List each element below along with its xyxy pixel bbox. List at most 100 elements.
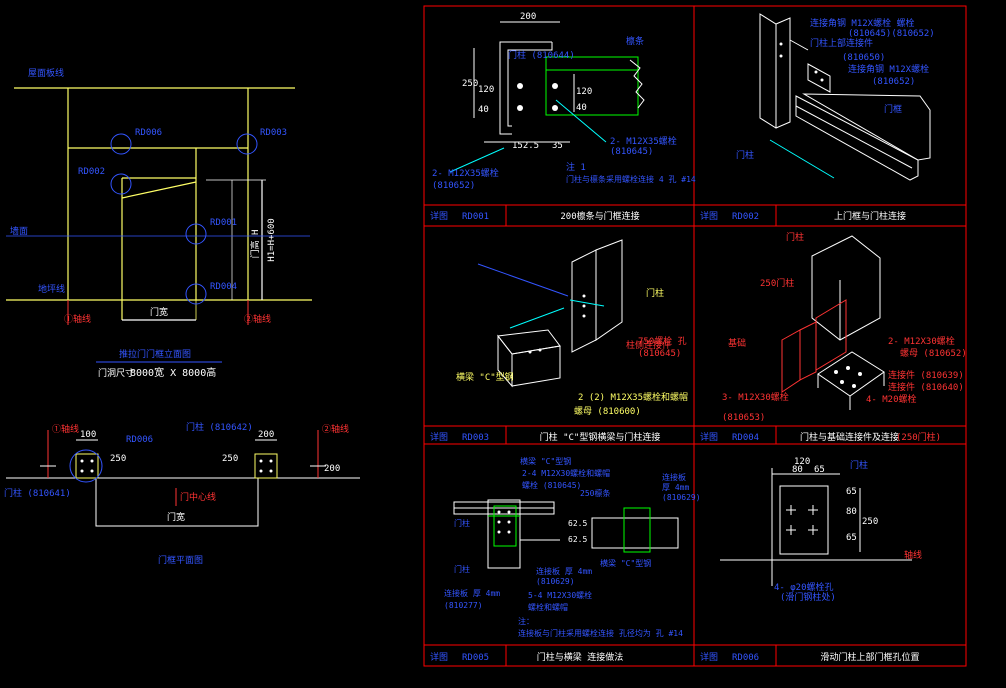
plan-axis-left: ①轴线: [52, 423, 79, 435]
rd001-dim: 35: [552, 141, 563, 151]
rd001-dim: 250: [462, 79, 478, 89]
axis-left-label: ①轴线: [64, 313, 91, 325]
panel-title-strips: 详图 RD001 200檩条与门框连接 详图 RD002 上门框与门柱连接 详图…: [430, 210, 941, 663]
detail-rd003-text: 柱侧连接件 750螺栓 孔 (810645) 门柱 2 (2) M12X35螺栓…: [456, 287, 688, 417]
post-plan-right: [254, 453, 278, 479]
plan-note-right: 门柱 (810642): [186, 421, 253, 433]
plan-dim: 250: [222, 454, 238, 464]
rd006-axis: 轴线: [904, 549, 922, 561]
rd005-text: 连接板与门柱采用螺栓连接 孔径均为 孔 #14: [518, 628, 683, 638]
rd005-text: 厚 4mm: [662, 483, 689, 492]
detail-rd006-holes: [786, 505, 818, 535]
panel-code: RD006: [732, 653, 759, 663]
panel-desc: 门柱与横梁 连接做法: [537, 651, 623, 663]
rd001-dim: 200: [520, 12, 536, 22]
panel-desc: 上门框与门柱连接: [834, 210, 906, 222]
detail-rd005-drawing: [453, 499, 679, 569]
rd001-note: 门柱与檩条采用螺栓连接 4 孔 #14: [566, 174, 696, 184]
detail-rd001-text: 200 檩条 门柱 (810644) 250 120 40 120 40 152…: [432, 12, 696, 191]
rd003-text: 横梁 "C"型钢: [456, 371, 514, 383]
rd001-purlin: 檩条: [626, 35, 644, 47]
panel-desc: 滑动门柱上部门框孔位置: [820, 651, 919, 663]
rd005-dim: 62.5: [568, 519, 587, 528]
detail-rd001-holes: [517, 83, 558, 111]
plan-labels: ①轴线 ②轴线 100 200 200 250 250 RD006 门柱 (81…: [4, 421, 349, 566]
door-frame-plan: [6, 430, 360, 527]
rd005-text: 连接板 厚 4mm: [444, 588, 500, 598]
rd004-text: 连接件 (810639): [888, 369, 964, 381]
rd005-dim: 62.5: [568, 535, 587, 544]
plan-note-left: 门柱 (810641): [4, 487, 71, 499]
label-roof-line: 屋面板线: [28, 67, 64, 79]
dim-h1: H1=H+600: [267, 218, 277, 261]
rd005-text: 连接板 厚 4mm: [536, 566, 592, 576]
plan-dim: 100: [80, 430, 96, 440]
rd002-text: (810645)(810652): [848, 29, 935, 39]
axis-right-label: ②轴线: [244, 313, 271, 325]
rd006-dim: 120: [794, 457, 810, 467]
plan-center-axis: 门中心线: [180, 491, 216, 503]
rd004-text: 2- M12X30螺栓: [888, 335, 955, 347]
rd002-text: (810650): [842, 53, 885, 63]
callout-circles-elevation: [110, 133, 258, 305]
plan-callout: RD006: [126, 435, 153, 445]
rd002-text: 门柱: [736, 149, 754, 161]
rd001-dim: 120: [478, 85, 494, 95]
callout-label: RD002: [78, 167, 105, 177]
dim-h: 门高 H: [249, 230, 261, 259]
door-width-label: 门宽: [150, 306, 168, 318]
plan-dim: 200: [324, 464, 340, 474]
rd006-post: 门柱: [850, 459, 868, 471]
rd004-text: 门柱: [786, 231, 804, 243]
plan-dim: 200: [258, 430, 274, 440]
detail-rd002-dots: [779, 42, 824, 82]
rd006-dim: 80: [792, 465, 803, 475]
rd003-text: (810645): [638, 349, 681, 359]
plan-axis-right: ②轴线: [322, 423, 349, 435]
panel-desc: 门柱与基础连接件及连接: [800, 431, 899, 443]
rd005-text: 5-4 M12X30螺栓: [528, 590, 592, 600]
rd001-left-bolt: 2- M12X35螺栓: [432, 167, 499, 179]
rd001-note: 注 1: [566, 161, 586, 173]
rd005-text: (810277): [444, 601, 483, 610]
rd001-dim: 120: [576, 87, 592, 97]
detail-rd002-text: 连接角钢 M12X螺栓 螺栓 (810645)(810652) 门柱上部连接件 …: [736, 17, 935, 161]
panel-code: RD005: [462, 653, 489, 663]
callout-label: RD004: [210, 282, 237, 292]
panel-code-label: 详图: [700, 651, 718, 663]
plan-width: 门宽: [167, 511, 185, 523]
panel-code: RD001: [462, 212, 489, 222]
rd006-dim: 65: [814, 465, 825, 475]
rd005-text: 螺栓和螺帽: [528, 602, 568, 612]
detail-rd005-dots: [497, 510, 511, 534]
rd003-text: 2 (2) M12X35螺栓和螺帽: [578, 391, 688, 403]
detail-rd006-drawing: [720, 468, 912, 586]
detail-rd002-drawing: [759, 13, 931, 181]
rd006-note: 4- φ20螺栓孔: [774, 581, 834, 593]
panel-desc: 200檩条与门框连接: [560, 210, 639, 222]
rd005-text: 注：: [518, 616, 534, 626]
plan-title: 门框平面图: [158, 554, 203, 566]
rd003-text: 门柱: [646, 287, 664, 299]
rd004-text: (810653): [722, 413, 765, 423]
rd005-text: 250檩条: [580, 488, 610, 498]
rd004-text: 4- M20螺栓: [866, 393, 917, 405]
rd001-dim: 40: [478, 105, 489, 115]
panel-code-label: 详图: [430, 210, 448, 222]
rd002-text: 连接角钢 M12X螺栓: [848, 63, 929, 75]
rd001-bolt-code: (810645): [610, 147, 653, 157]
rd003-text: 螺母 (810600): [574, 406, 641, 417]
rd005-text: (810629): [536, 577, 575, 586]
rd001-left-code: (810652): [432, 181, 475, 191]
rd002-text: 连接角钢 M12X螺栓 螺栓: [810, 17, 915, 29]
panel-code-label: 详图: [430, 431, 448, 443]
panel-code: RD002: [732, 212, 759, 222]
detail-rd004-drawing: [781, 235, 885, 410]
label-wall: 墙面: [10, 225, 28, 237]
panel-desc-2: (250门柱): [896, 431, 941, 443]
panel-code-label: 详图: [700, 210, 718, 222]
detail-rd003-drawing: [477, 239, 623, 388]
rd005-text: 连接板: [662, 472, 686, 482]
elevation-labels: 屋面板线 RD006 RD003 RD002 RD001 RD004 墙面 地坪…: [10, 67, 287, 379]
